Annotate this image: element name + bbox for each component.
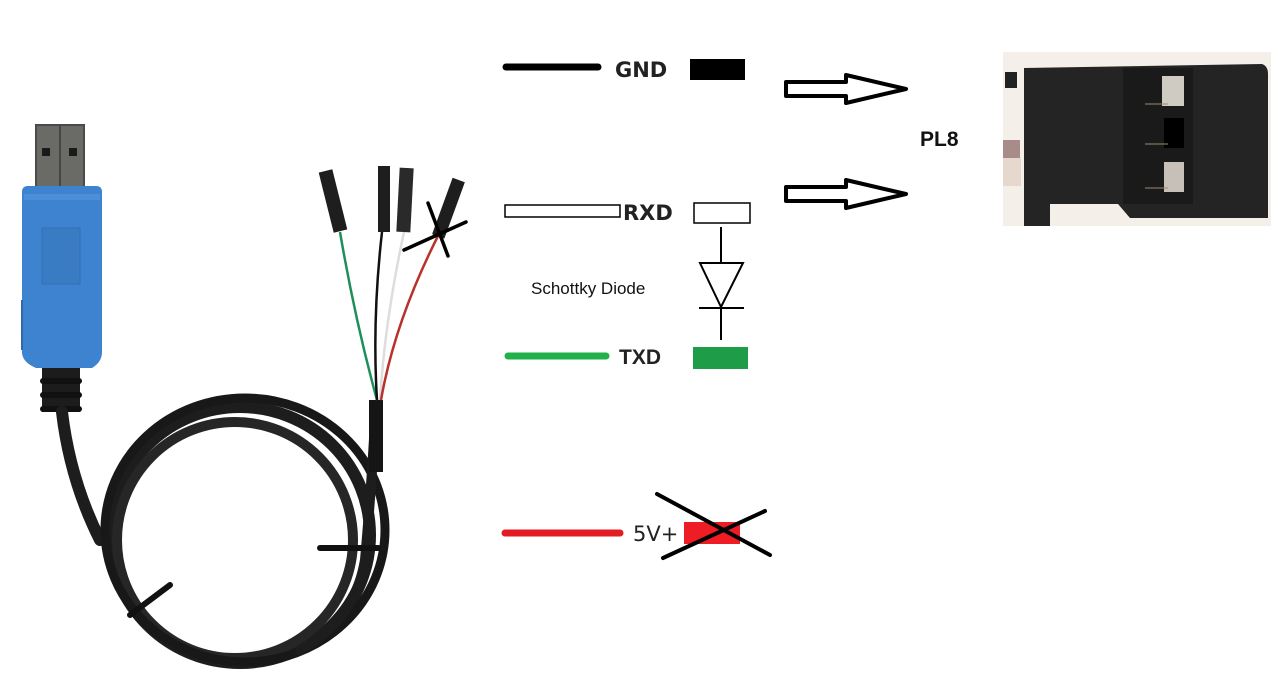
housing-green — [318, 169, 348, 233]
pin-3 — [1164, 162, 1184, 192]
txd-label: TXD — [619, 346, 661, 369]
housing-white — [396, 167, 414, 233]
wire-white — [378, 231, 406, 401]
arrow-icon — [784, 178, 908, 210]
wire-red — [379, 231, 442, 401]
rxd-pin-block — [693, 202, 751, 224]
pin-2 — [1164, 118, 1184, 148]
diode-label: Schottky Diode — [531, 279, 646, 298]
schottky-diode-symbol — [698, 227, 745, 340]
loose-wires — [338, 231, 442, 401]
usb-adapter-body — [21, 186, 102, 368]
rxd-line — [504, 204, 621, 218]
legend-row-5v — [501, 492, 772, 560]
housing-black — [378, 166, 390, 232]
wire-crossed-out-mark — [402, 201, 468, 258]
strain-relief — [40, 368, 82, 412]
wire-black — [374, 231, 384, 401]
pl8-connector-photo — [1003, 52, 1271, 226]
cable-coil — [56, 393, 390, 669]
txd-pin-block — [693, 347, 748, 369]
usb-cable-photo — [21, 124, 468, 669]
usb-plug — [35, 124, 85, 188]
arrow-icon — [784, 73, 908, 105]
heat-shrink — [369, 400, 383, 472]
legend-row-txd — [504, 347, 748, 369]
gnd-label: GND — [615, 58, 668, 82]
5v-crossed-out-mark — [655, 492, 772, 560]
dupont-housings — [318, 166, 465, 239]
connector-label: PL8 — [920, 128, 959, 151]
legend-row-gnd — [502, 59, 745, 80]
gnd-pin-block — [690, 59, 745, 80]
5v-label: 5V+ — [633, 522, 679, 546]
housing-red — [432, 177, 465, 239]
legend-row-rxd — [504, 202, 751, 224]
pin-1 — [1162, 76, 1184, 106]
wire-green — [338, 231, 379, 401]
rxd-label: RXD — [623, 201, 673, 225]
